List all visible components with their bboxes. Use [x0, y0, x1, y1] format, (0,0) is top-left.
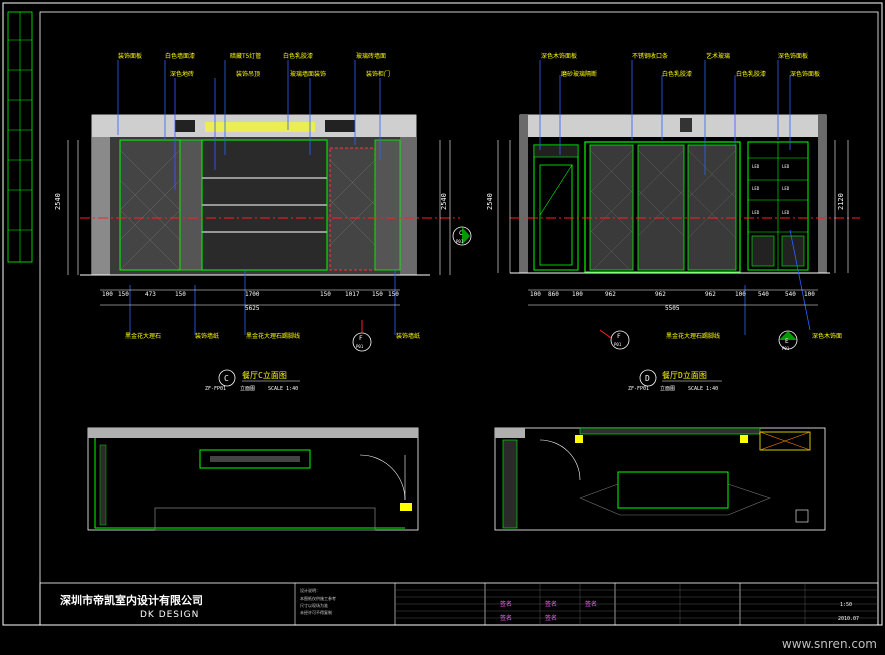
- svg-text:深色木饰面: 深色木饰面: [812, 332, 842, 340]
- d-dim-8: 540: [758, 291, 769, 298]
- d-height-right: 2120: [837, 193, 845, 210]
- drawing-frame-inner: [39, 11, 879, 626]
- c-section-marker-id: F: [359, 335, 363, 342]
- svg-text:深色饰面板: 深色饰面板: [778, 52, 808, 60]
- svg-text:装饰面板: 装饰面板: [118, 52, 142, 60]
- svg-text:白色乳胶漆: 白色乳胶漆: [283, 52, 313, 60]
- d-section-marker-e-sub: P01: [782, 346, 790, 351]
- c-section-marker-c-id: C: [459, 230, 463, 237]
- c-scale: SCALE 1:40: [268, 386, 298, 392]
- svg-text:不锈钢收口条: 不锈钢收口条: [632, 52, 668, 60]
- svg-text:艺术玻璃: 艺术玻璃: [706, 52, 730, 60]
- d-dim-4: 962: [605, 291, 616, 298]
- d-dim-1: 100: [530, 291, 541, 298]
- company-name: 深圳市帝凯室内设计有限公司: [60, 594, 203, 607]
- svg-text:LED: LED: [752, 164, 760, 169]
- title-block-date: 2010.07: [838, 616, 859, 622]
- svg-text:LED: LED: [782, 210, 790, 215]
- drawing-frame-outer: [2, 2, 883, 626]
- d-dim-5: 962: [655, 291, 666, 298]
- d-height-left: 2540: [486, 193, 494, 210]
- svg-text:白色乳胶漆: 白色乳胶漆: [662, 70, 692, 78]
- d-dim-total: 5505: [665, 305, 680, 312]
- svg-text:LED: LED: [782, 164, 790, 169]
- svg-text:装饰柜门: 装饰柜门: [366, 70, 390, 78]
- elevation-c: 装饰面板 白色墙面漆 暗藏T5灯管 白色乳胶漆 玻璃砖墙面 深色地砖 装饰吊顶 玻璃墙…: [54, 52, 472, 392]
- c-dim-9: 150: [388, 291, 399, 298]
- c-height-right: 2540: [440, 193, 448, 210]
- svg-text:签名: 签名: [545, 600, 557, 608]
- svg-text:玻璃砖墙面: 玻璃砖墙面: [356, 52, 386, 60]
- d-section-marker-id: F: [617, 333, 621, 340]
- company-name-en: DK DESIGN: [140, 610, 200, 620]
- svg-text:未经许可不得复制: 未经许可不得复制: [300, 609, 332, 615]
- svg-text:深色木饰面板: 深色木饰面板: [541, 52, 577, 60]
- c-dim-5: 1700: [245, 291, 260, 298]
- svg-text:装饰墙纸: 装饰墙纸: [396, 332, 420, 340]
- title-block-scale: 1:50: [840, 602, 852, 608]
- c-sub: 立面图: [240, 385, 255, 392]
- svg-text:设计说明：: 设计说明：: [300, 587, 320, 593]
- svg-text:暗藏T5灯管: 暗藏T5灯管: [230, 52, 261, 60]
- svg-text:黑金花大理石踢脚线: 黑金花大理石踢脚线: [246, 332, 300, 340]
- c-dim-2: 150: [118, 291, 129, 298]
- d-dim-2: 860: [548, 291, 559, 298]
- d-dim-3: 100: [572, 291, 583, 298]
- watermark: www.snren.com: [781, 637, 877, 651]
- svg-text:LED: LED: [752, 210, 760, 215]
- d-section-marker-sub: P01: [614, 342, 622, 347]
- d-scale: SCALE 1:40: [688, 386, 718, 392]
- svg-text:黑金花大理石踢脚线: 黑金花大理石踢脚线: [666, 332, 720, 340]
- svg-text:磨砂玻璃隔断: 磨砂玻璃隔断: [561, 70, 597, 78]
- c-marker: C: [224, 374, 229, 383]
- svg-text:签名: 签名: [500, 614, 512, 622]
- svg-text:白色乳胶漆: 白色乳胶漆: [736, 70, 766, 78]
- c-section-marker-c-sub: P01: [456, 239, 464, 244]
- svg-text:签名: 签名: [585, 600, 597, 608]
- c-section-marker-sub: P01: [356, 344, 364, 349]
- svg-text:签名: 签名: [545, 614, 557, 622]
- d-dim-6: 962: [705, 291, 716, 298]
- c-dim-6: 150: [320, 291, 331, 298]
- svg-text:本图纸仅供施工参考: 本图纸仅供施工参考: [300, 595, 336, 601]
- d-ref: ZF-FP01: [628, 386, 649, 392]
- d-dim-9: 540: [785, 291, 796, 298]
- d-dim-10: 100: [804, 291, 815, 298]
- title-block: 设计说明：本图纸仅供施工参考 尺寸以现场为准未经许可不得复制 签名签名 签名签名…: [39, 582, 879, 626]
- d-marker: D: [645, 374, 650, 383]
- plan-right: [494, 427, 826, 531]
- plan-left: [87, 427, 419, 531]
- c-height-left: 2540: [54, 193, 62, 210]
- svg-text:白色墙面漆: 白色墙面漆: [165, 52, 195, 60]
- d-sub: 立面图: [660, 385, 675, 392]
- c-dim-total: 5625: [245, 305, 260, 312]
- svg-text:装饰墙纸: 装饰墙纸: [195, 332, 219, 340]
- c-dim-8: 150: [372, 291, 383, 298]
- c-dim-3: 473: [145, 291, 156, 298]
- d-title: 餐厅D立面图: [662, 370, 707, 380]
- c-ref: ZF-FP01: [205, 386, 226, 392]
- svg-text:签名: 签名: [500, 600, 512, 608]
- svg-text:深色地砖: 深色地砖: [170, 70, 194, 78]
- c-title: 餐厅C立面图: [242, 370, 287, 380]
- svg-text:黑金花大理石: 黑金花大理石: [125, 332, 161, 340]
- svg-text:深色饰面板: 深色饰面板: [790, 70, 820, 78]
- d-section-marker-e-id: E: [785, 338, 789, 345]
- c-dim-7: 1017: [345, 291, 360, 298]
- svg-text:装饰吊顶: 装饰吊顶: [236, 70, 260, 78]
- svg-text:LED: LED: [782, 186, 790, 191]
- c-dim-4: 150: [175, 291, 186, 298]
- svg-text:LED: LED: [752, 186, 760, 191]
- d-dim-7: 100: [735, 291, 746, 298]
- c-dim-1: 100: [102, 291, 113, 298]
- svg-text:玻璃墙面装饰: 玻璃墙面装饰: [290, 70, 326, 78]
- svg-text:尺寸以现场为准: 尺寸以现场为准: [300, 602, 328, 608]
